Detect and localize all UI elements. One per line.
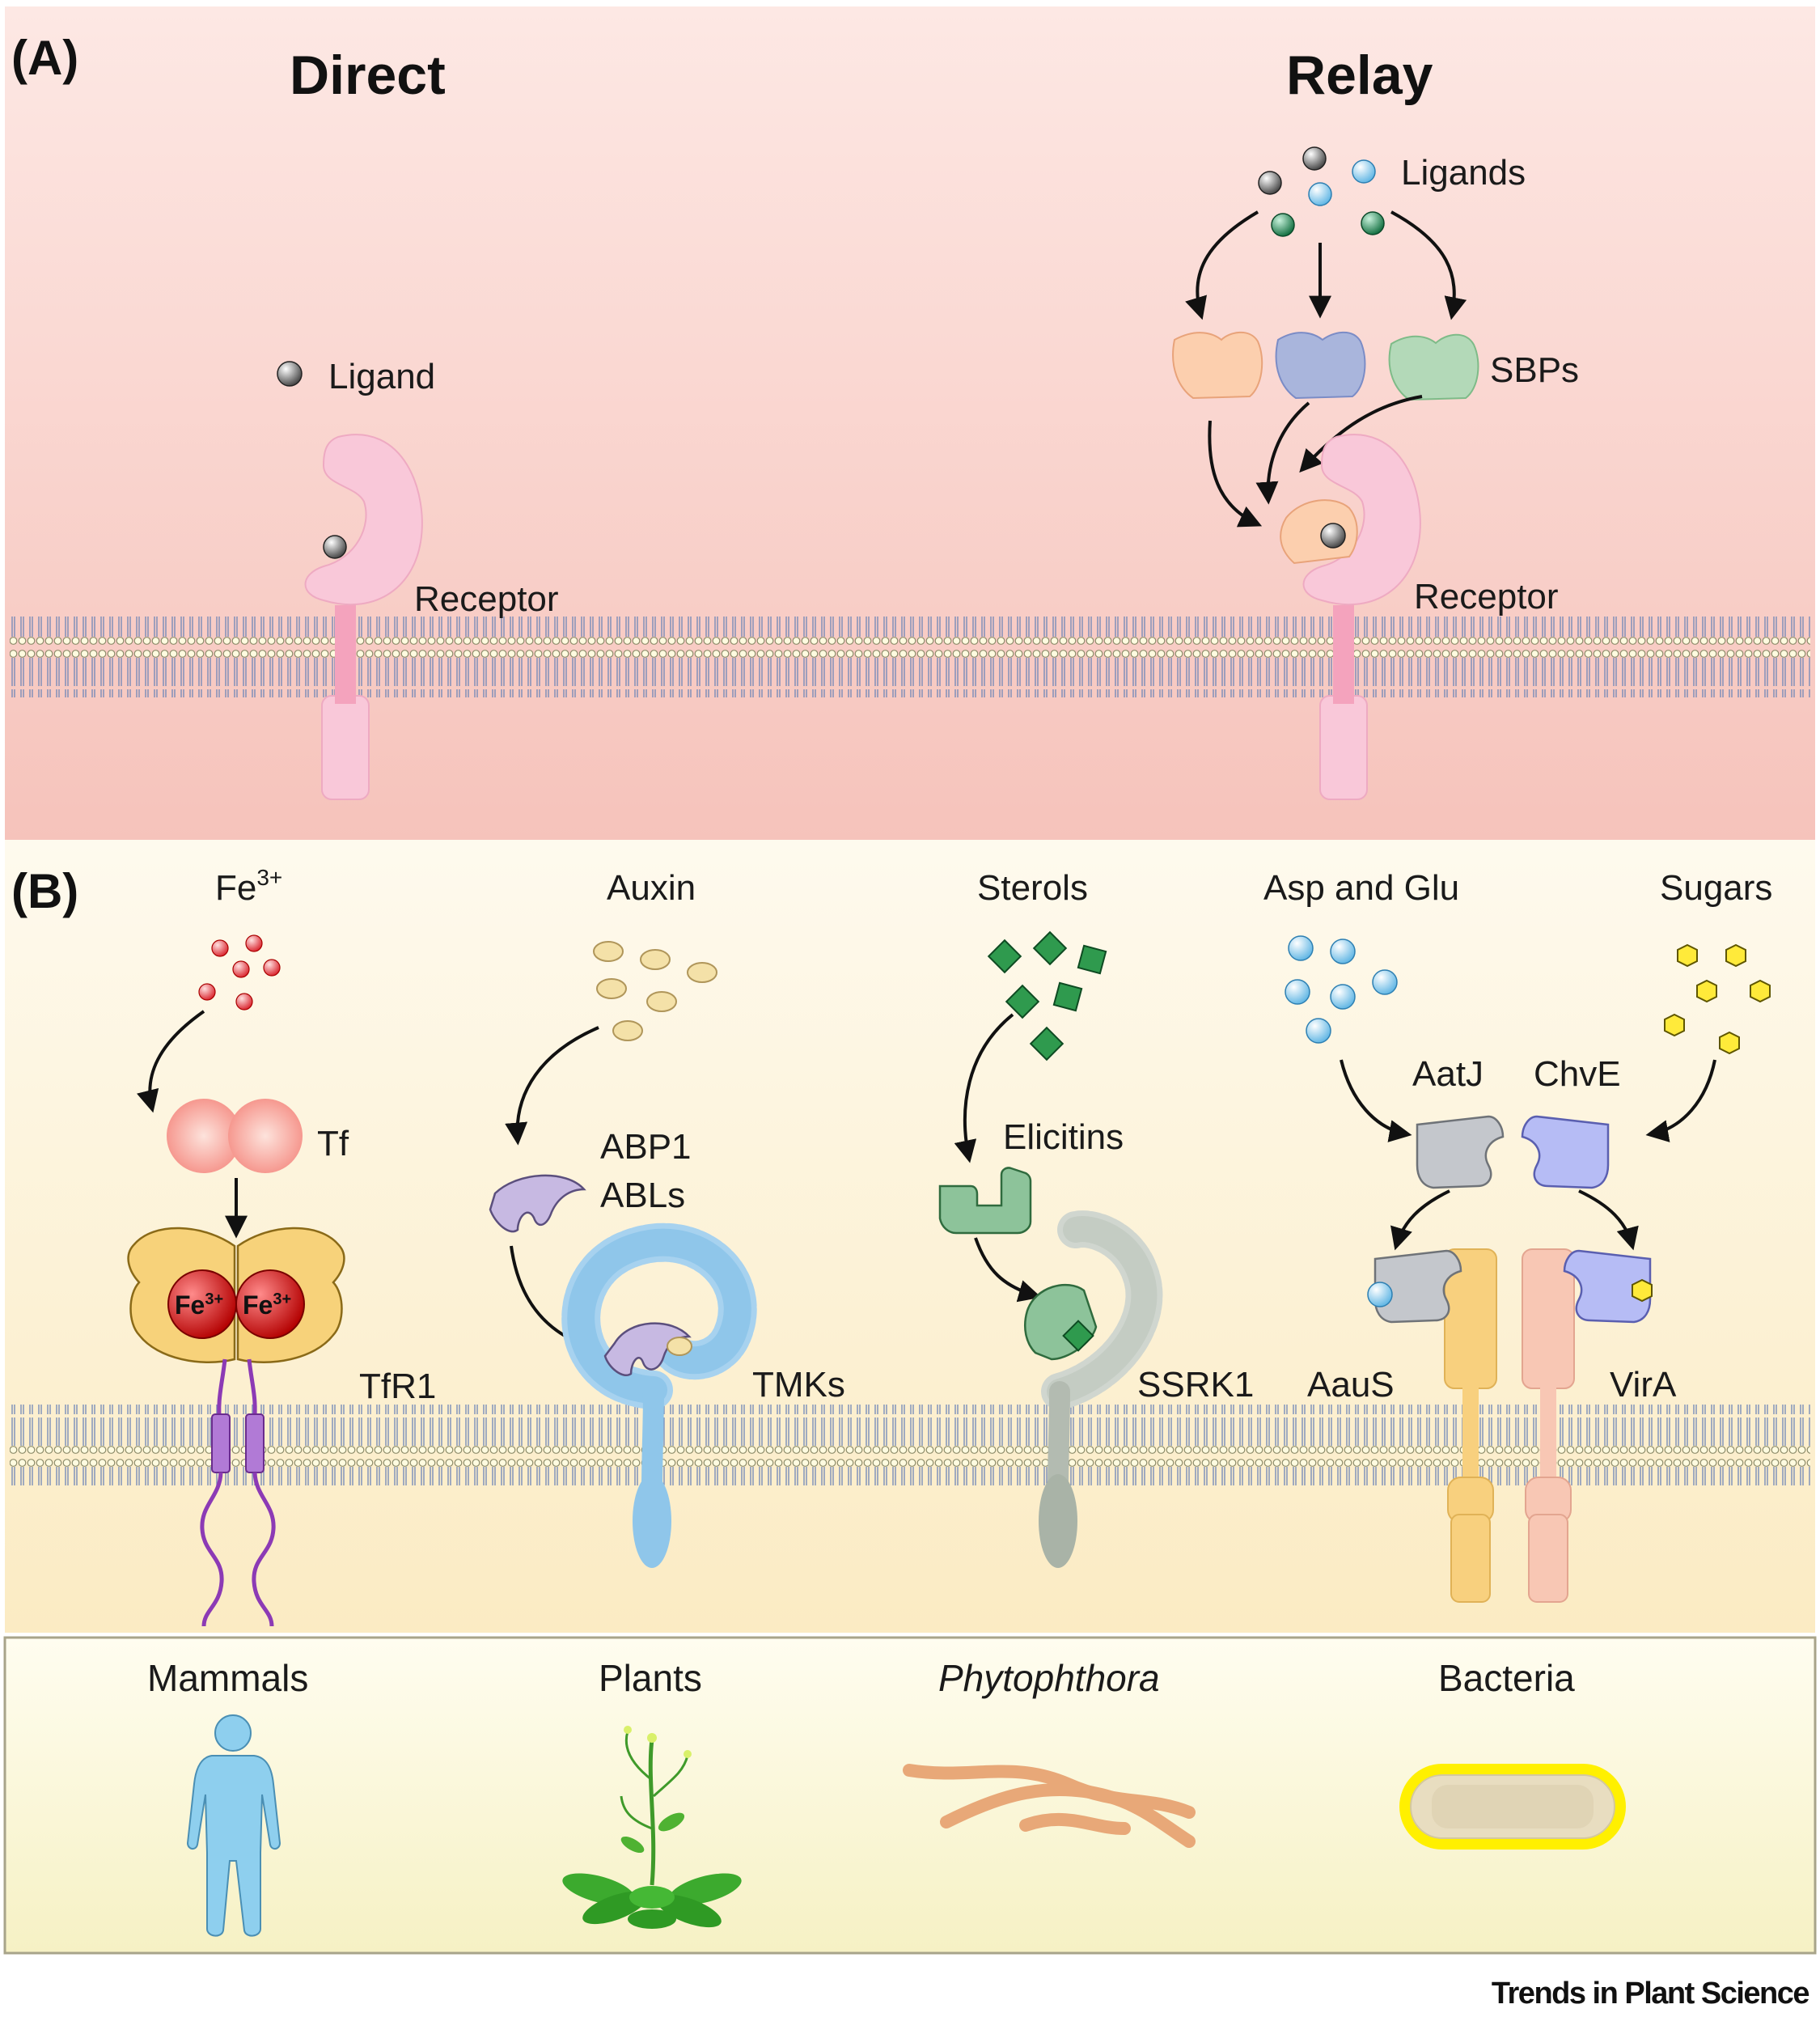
relay-ligand-bound bbox=[1320, 523, 1346, 549]
aaus-receptor bbox=[1444, 1248, 1497, 1603]
relay-bound-sbp bbox=[1280, 499, 1358, 565]
human-icon bbox=[186, 1714, 281, 1937]
phytophthora-label: Phytophthora bbox=[938, 1657, 1160, 1699]
fe-label: Fe3+ bbox=[215, 865, 282, 908]
arrow-elicitins-ssrk1 bbox=[974, 1237, 1042, 1303]
chve-bound bbox=[1563, 1249, 1652, 1324]
abp1-label: ABP1 bbox=[600, 1127, 692, 1167]
direct-ligand-free bbox=[277, 361, 303, 387]
arrow-fe-tf bbox=[136, 1010, 205, 1113]
arrow-sterols-elicitins bbox=[954, 1013, 1014, 1163]
direct-receptor-label: Receptor bbox=[414, 579, 559, 619]
elicitin-protein bbox=[938, 1167, 1032, 1235]
phytophthora-icon bbox=[903, 1764, 1196, 1848]
journal-footer: Trends in Plant Science bbox=[1492, 1977, 1809, 2011]
direct-ligand-label: Ligand bbox=[328, 357, 435, 396]
arrow-ligands-sbp1 bbox=[1185, 210, 1259, 320]
sterol-molecules bbox=[987, 930, 1107, 1061]
transferrin bbox=[167, 1099, 303, 1173]
chve-label: ChvE bbox=[1534, 1054, 1621, 1094]
aaus-label: AauS bbox=[1307, 1365, 1395, 1405]
panel-a-background bbox=[5, 6, 1815, 840]
ssrk1-label: SSRK1 bbox=[1137, 1365, 1254, 1405]
relay-title: Relay bbox=[1286, 44, 1433, 106]
relay-receptor bbox=[1302, 434, 1421, 800]
relay-receptor-label: Receptor bbox=[1414, 577, 1559, 617]
direct-ligand-bound bbox=[323, 535, 347, 559]
tmks-receptor bbox=[561, 1222, 757, 1568]
arrow-aspglu-aatj bbox=[1340, 1059, 1412, 1142]
membrane-b bbox=[10, 1405, 1810, 1485]
arrow-chve-vira bbox=[1578, 1189, 1639, 1251]
membrane-a bbox=[10, 617, 1810, 697]
sbp-orange bbox=[1172, 331, 1263, 400]
chve-protein bbox=[1521, 1115, 1610, 1189]
direct-title: Direct bbox=[290, 44, 446, 106]
asp-glu-label: Asp and Glu bbox=[1263, 868, 1459, 908]
sugars-label: Sugars bbox=[1660, 868, 1772, 908]
sterols-label: Sterols bbox=[977, 868, 1088, 908]
arrow-sbp1-receptor bbox=[1208, 420, 1263, 528]
fe-ions bbox=[198, 934, 281, 1011]
plant-icon bbox=[562, 1726, 742, 1929]
abp1-bound bbox=[603, 1322, 692, 1376]
arrow-auxin-abp1 bbox=[505, 1026, 599, 1146]
asp-glu-molecules bbox=[1285, 935, 1398, 1044]
ssrk1-receptor bbox=[1039, 1210, 1163, 1568]
sbp-blue bbox=[1275, 331, 1366, 400]
fe-bound-left-label: Fe3+ bbox=[175, 1290, 223, 1320]
panel-b-letter: (B) bbox=[11, 864, 78, 918]
panel-a-letter: (A) bbox=[11, 31, 78, 85]
arrow-sbp3-receptor bbox=[1299, 395, 1423, 473]
arrow-sugars-chve bbox=[1645, 1059, 1716, 1142]
aatj-bound bbox=[1373, 1249, 1462, 1324]
mammals-label: Mammals bbox=[147, 1657, 308, 1699]
direct-receptor bbox=[304, 434, 423, 800]
auxin-bound bbox=[667, 1337, 692, 1356]
sugar-bound bbox=[1632, 1278, 1653, 1303]
relay-ligands bbox=[1258, 146, 1385, 237]
bacteria-label: Bacteria bbox=[1438, 1657, 1575, 1699]
tf-label: Tf bbox=[317, 1124, 349, 1163]
bacterium-icon bbox=[1399, 1764, 1626, 1850]
fe-bound-right-label: Fe3+ bbox=[243, 1290, 291, 1320]
aatj-protein bbox=[1416, 1115, 1505, 1189]
auxin-molecules bbox=[593, 941, 717, 1041]
tfr1-receptor bbox=[127, 1227, 345, 1627]
relay-sbps-label: SBPs bbox=[1490, 350, 1579, 390]
arrow-ligands-sbp3 bbox=[1390, 210, 1467, 320]
plants-label: Plants bbox=[599, 1657, 702, 1699]
auxin-label: Auxin bbox=[607, 868, 696, 908]
arrow-sbp2-receptor bbox=[1255, 401, 1310, 505]
aatj-label: AatJ bbox=[1412, 1054, 1484, 1094]
elicitins-label: Elicitins bbox=[1003, 1117, 1124, 1157]
sterol-bound bbox=[1062, 1320, 1094, 1352]
tmks-label: TMKs bbox=[752, 1365, 845, 1405]
tfr1-label: TfR1 bbox=[359, 1367, 436, 1406]
vira-label: VirA bbox=[1610, 1365, 1677, 1405]
sbp-green bbox=[1388, 333, 1479, 401]
abls-label: ABLs bbox=[600, 1176, 685, 1215]
abp1-protein bbox=[489, 1174, 586, 1233]
relay-ligands-label: Ligands bbox=[1401, 153, 1526, 193]
aspglu-bound bbox=[1367, 1282, 1393, 1307]
vira-receptor bbox=[1522, 1248, 1575, 1603]
sugar-molecules bbox=[1664, 943, 1771, 1055]
arrow-aatj-aaus bbox=[1390, 1189, 1450, 1251]
